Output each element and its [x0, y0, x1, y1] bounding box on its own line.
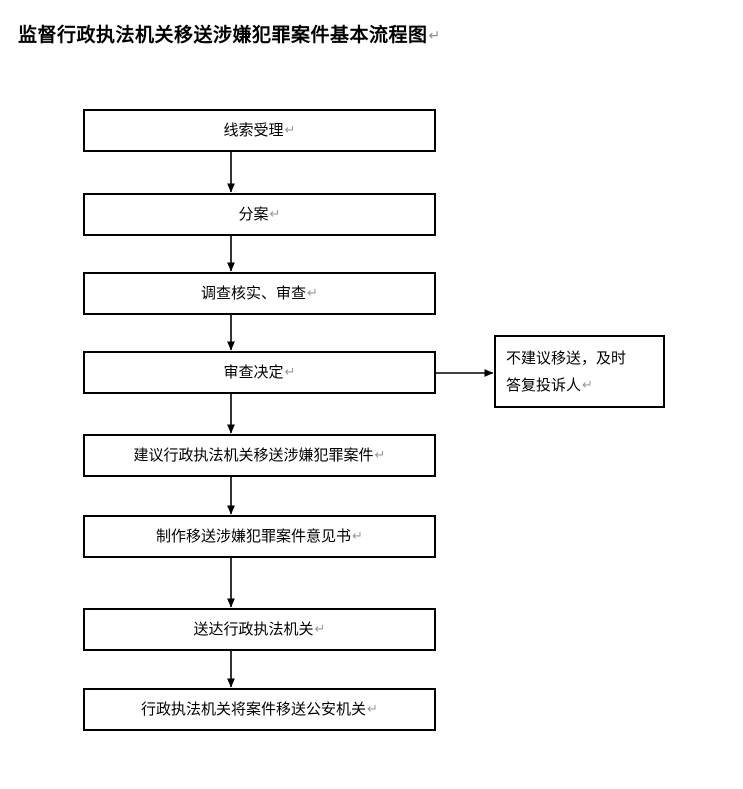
page-title: 监督行政执法机关移送涉嫌犯罪案件基本流程图↵: [18, 22, 441, 49]
flow-node-opinion[interactable]: 制作移送涉嫌犯罪案件意见书↵: [83, 515, 436, 558]
flow-node-decision-label: 审查决定: [223, 363, 284, 381]
return-mark-icon: ↵: [374, 448, 386, 463]
return-mark-icon: ↵: [269, 207, 281, 222]
return-mark-icon: ↵: [582, 377, 593, 393]
return-mark-icon: ↵: [284, 365, 296, 380]
flow-node-transfer[interactable]: 行政执法机关将案件移送公安机关↵: [83, 688, 436, 731]
flow-node-reject-line2: 答复投诉人: [506, 375, 582, 394]
flow-node-opinion-label: 制作移送涉嫌犯罪案件意见书: [156, 527, 352, 545]
return-mark-icon: ↵: [367, 702, 378, 717]
flow-node-assign-label: 分案: [238, 205, 269, 223]
flow-node-investigate-label: 调查核实、审查: [201, 284, 307, 302]
flow-node-reject[interactable]: 不建议移送，及时答复投诉人↵: [494, 335, 665, 408]
flow-node-decision[interactable]: 审查决定↵: [83, 351, 436, 394]
page-title-text: 监督行政执法机关移送涉嫌犯罪案件基本流程图: [18, 24, 428, 46]
return-mark-icon: ↵: [314, 622, 326, 637]
flow-node-assign[interactable]: 分案↵: [83, 193, 436, 236]
flow-node-transfer-label: 行政执法机关将案件移送公安机关: [141, 700, 367, 718]
flow-node-intake[interactable]: 线索受理↵: [83, 109, 436, 152]
flow-node-deliver-label: 送达行政执法机关: [193, 620, 314, 638]
flow-node-recommend-label: 建议行政执法机关移送涉嫌犯罪案件: [133, 446, 374, 464]
flow-node-reject-line1: 不建议移送，及时: [506, 348, 627, 367]
return-mark-icon: ↵: [352, 529, 363, 544]
flow-node-recommend[interactable]: 建议行政执法机关移送涉嫌犯罪案件↵: [83, 434, 436, 477]
flow-node-investigate[interactable]: 调查核实、审查↵: [83, 272, 436, 315]
flow-node-intake-label: 线索受理: [223, 121, 284, 139]
return-mark-icon: ↵: [428, 28, 441, 44]
return-mark-icon: ↵: [307, 286, 318, 301]
return-mark-icon: ↵: [284, 123, 296, 138]
flow-node-deliver[interactable]: 送达行政执法机关↵: [83, 608, 436, 651]
flow-node-reject-label: 不建议移送，及时答复投诉人↵: [506, 345, 626, 399]
